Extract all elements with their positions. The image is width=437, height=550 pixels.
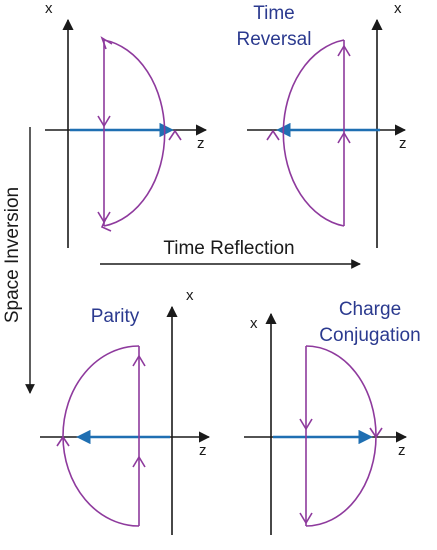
direction-arrow xyxy=(299,512,313,525)
charge-title-line2: Conjugation xyxy=(319,325,420,346)
parity-title: Parity xyxy=(91,306,140,327)
time-reversal-title-line1: Time xyxy=(253,3,295,24)
panel-charge-conjugation: x z xyxy=(244,312,408,535)
time-reversal-title-line2: Reversal xyxy=(237,29,312,50)
space-inversion-label: Space Inversion xyxy=(2,187,23,323)
direction-arrow xyxy=(369,427,383,439)
direction-arrow xyxy=(56,435,70,447)
z-axis-label: z xyxy=(398,442,406,459)
direction-arrow xyxy=(168,129,182,141)
time-reflection-label: Time Reflection xyxy=(163,238,294,259)
x-axis-label: x xyxy=(45,0,53,17)
direction-arrow xyxy=(266,129,280,141)
z-axis-label: z xyxy=(399,135,407,152)
direction-arrow xyxy=(337,131,351,144)
charge-title-line1: Charge xyxy=(339,299,401,320)
x-axis-label: x xyxy=(394,0,402,17)
panel-parity: x z xyxy=(40,287,211,535)
x-axis-label: x xyxy=(186,287,194,304)
direction-arrow xyxy=(132,354,146,367)
z-axis-label: z xyxy=(199,442,207,459)
direction-arrow xyxy=(97,115,111,128)
semicircle-arc xyxy=(282,39,345,227)
panel-time-reversal: x z xyxy=(247,0,407,248)
direction-arrow xyxy=(97,211,111,224)
direction-arrow xyxy=(337,44,351,57)
direction-arrow xyxy=(299,418,313,431)
semicircle-arc xyxy=(103,39,166,227)
x-axis-label: x xyxy=(250,315,258,332)
direction-arrow xyxy=(100,36,113,50)
panel-original: x z xyxy=(45,0,208,248)
direction-arrow xyxy=(132,455,146,468)
z-axis-label: z xyxy=(197,135,205,152)
